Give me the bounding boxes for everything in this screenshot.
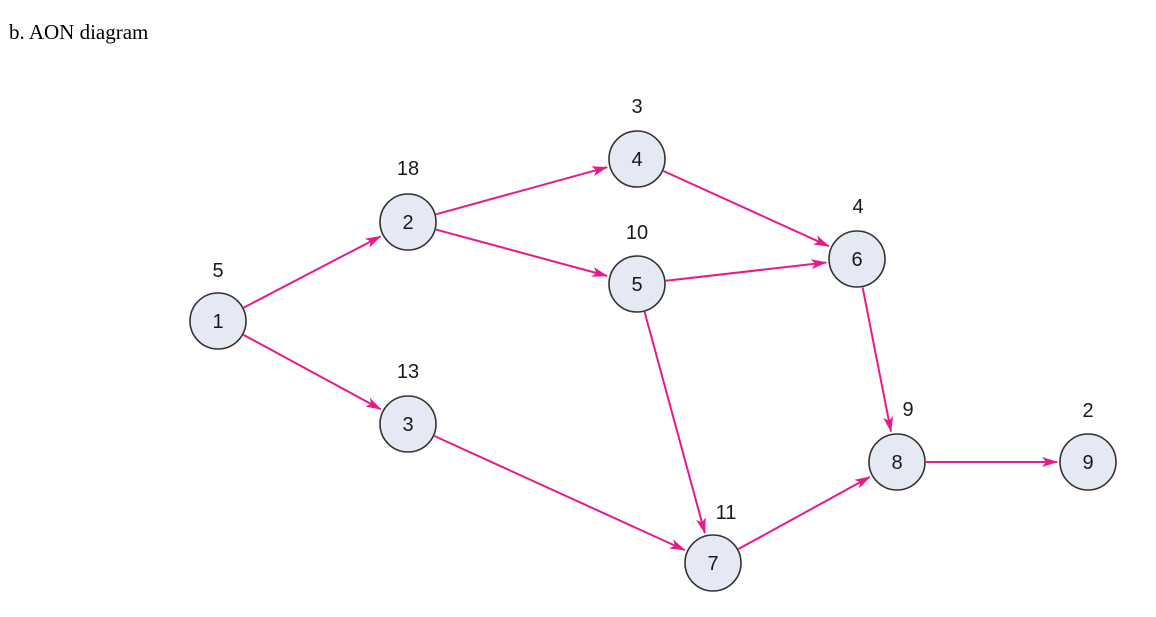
edge-5-to-6 [665, 259, 828, 282]
node-circle [608, 130, 666, 188]
node-6: 64 [828, 196, 886, 288]
node-label: 4 [631, 149, 642, 171]
node-label: 8 [891, 452, 902, 474]
node-8: 89 [868, 399, 926, 491]
node-9: 92 [1059, 400, 1117, 491]
node-circle [608, 255, 666, 313]
node-3: 3 13 [379, 361, 437, 453]
edge-5-to-7 [643, 311, 706, 535]
node-label: 9 [1082, 452, 1093, 474]
node-circle [684, 534, 742, 592]
duration-label: 4 [852, 196, 863, 218]
node-label: 6 [851, 249, 862, 271]
duration-label: 5 [212, 260, 223, 282]
duration-label: 18 [397, 158, 419, 180]
edge-1-to-3 [243, 333, 382, 411]
duration-label: 10 [626, 222, 648, 244]
node-label: 3 [402, 414, 413, 436]
duration-label: 9 [902, 399, 913, 421]
duration-label: 11 [716, 502, 737, 524]
node-1: 15 [189, 260, 247, 350]
node-circle [1059, 433, 1117, 491]
diagram-caption: b. AON diagram [9, 20, 149, 44]
node-2: 2 18 [379, 158, 437, 251]
edge-2-to-5 [435, 228, 609, 277]
node-circle [379, 193, 437, 251]
duration-label: 3 [631, 96, 642, 118]
edge-6-to-8 [861, 287, 894, 433]
node-label: 5 [631, 274, 642, 296]
edge-4-to-6 [662, 170, 830, 248]
edge-2-to-4 [435, 166, 609, 216]
node-circle [828, 230, 886, 288]
edge-3-to-7 [433, 435, 686, 552]
duration-label: 13 [397, 361, 419, 383]
duration-label: 2 [1082, 400, 1093, 422]
node-4: 43 [608, 96, 666, 188]
node-7: 7 11 [684, 502, 742, 592]
edge-7-to-8 [737, 476, 871, 550]
node-label: 7 [707, 553, 718, 575]
node-label: 1 [212, 311, 223, 333]
node-circle [189, 292, 247, 350]
edge-1-to-2 [243, 235, 382, 309]
node-label: 2 [402, 212, 413, 234]
edges-layer [243, 166, 1058, 552]
node-circle [379, 395, 437, 453]
node-circle [868, 433, 926, 491]
node-5: 5 10 [608, 222, 666, 313]
